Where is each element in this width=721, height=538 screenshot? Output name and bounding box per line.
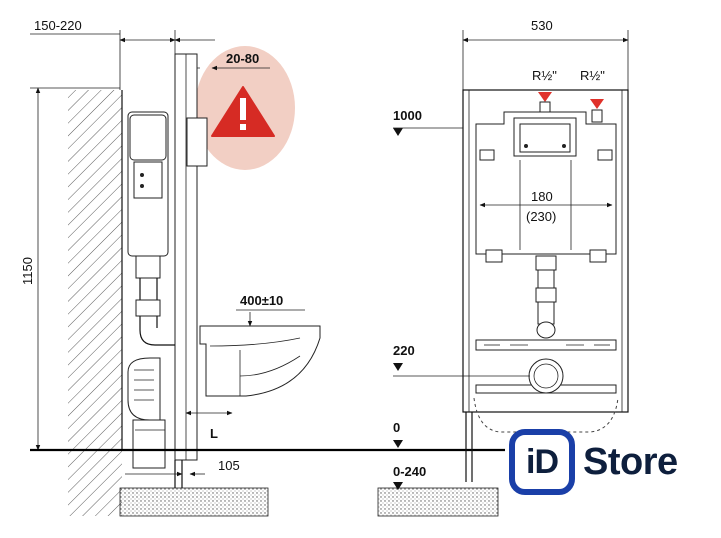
connection-right-label: R½" [580, 68, 605, 83]
marker-left [538, 92, 552, 102]
marker-right [590, 99, 604, 109]
idstore-logo: iD Store [509, 426, 714, 498]
dim-frame-height: 1150 [20, 257, 35, 285]
dim-drain-offset: 105 [218, 458, 240, 473]
connection-left-label: R½" [532, 68, 557, 83]
dim-bowl-height: 400±10 [240, 293, 283, 308]
dim-wall-finish: 20-80 [226, 51, 259, 66]
side-view: 150-220 20-80 [20, 18, 505, 517]
dim-length-l: L [210, 426, 218, 441]
floor-slab-right [377, 487, 499, 517]
dim-button-width: 180 [531, 189, 553, 204]
floor-slab [119, 487, 269, 517]
logo-word: Store [583, 440, 678, 483]
dim-frame-width: 530 [531, 18, 553, 33]
dim-button-width-alt: (230) [526, 209, 556, 224]
logo-mark: iD [526, 442, 559, 481]
logo-badge: iD [509, 429, 575, 495]
level-1000: 1000 [393, 108, 422, 123]
level-220: 220 [393, 343, 415, 358]
dim-wall-distance: 150-220 [34, 18, 82, 33]
front-view: 530 R½" R½" 180 (230) [377, 18, 629, 517]
dim-floor-adjust: 0-240 [393, 464, 426, 479]
level-0: 0 [393, 420, 400, 435]
warning-triangle-icon [211, 86, 275, 137]
wall-hatch [68, 90, 122, 516]
